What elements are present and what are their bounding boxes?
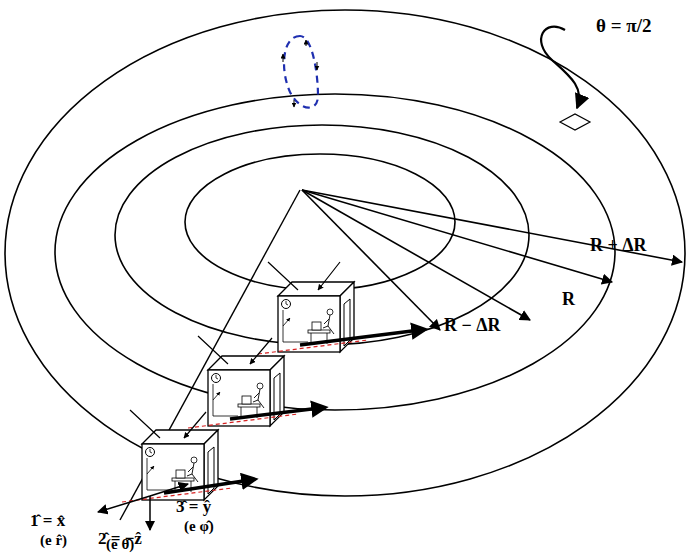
axis-label: 3̂ = ŷ [176, 498, 211, 517]
axis-y [150, 484, 188, 496]
velocity-arrow [300, 330, 420, 345]
radius-arrow [302, 190, 612, 282]
basis-label: (e r̂) [40, 532, 67, 549]
angle-label: θ = π/2 [596, 16, 651, 37]
basis-label: (e φ̂) [184, 518, 214, 535]
orbit-ring [55, 94, 615, 410]
pointer-arrow [541, 27, 579, 108]
radius-label: R [562, 290, 575, 310]
axis-label: 1̂ = x̂ [30, 512, 65, 531]
axis-x [98, 496, 150, 512]
axis-z [149, 496, 151, 530]
velocity-arrow [230, 408, 320, 419]
oscillation-loop [284, 36, 318, 108]
basis-label: (e θ̂) [106, 536, 134, 553]
radius-label: R − ΔR [444, 316, 501, 336]
equatorial-patch [560, 114, 590, 130]
radial-line [120, 190, 300, 520]
radius-arrow [302, 190, 682, 262]
orbit-ring [185, 154, 455, 290]
velocity-arrow [164, 480, 250, 493]
radius-label: R + ΔR [590, 236, 647, 256]
orbit-ring [5, 10, 685, 496]
